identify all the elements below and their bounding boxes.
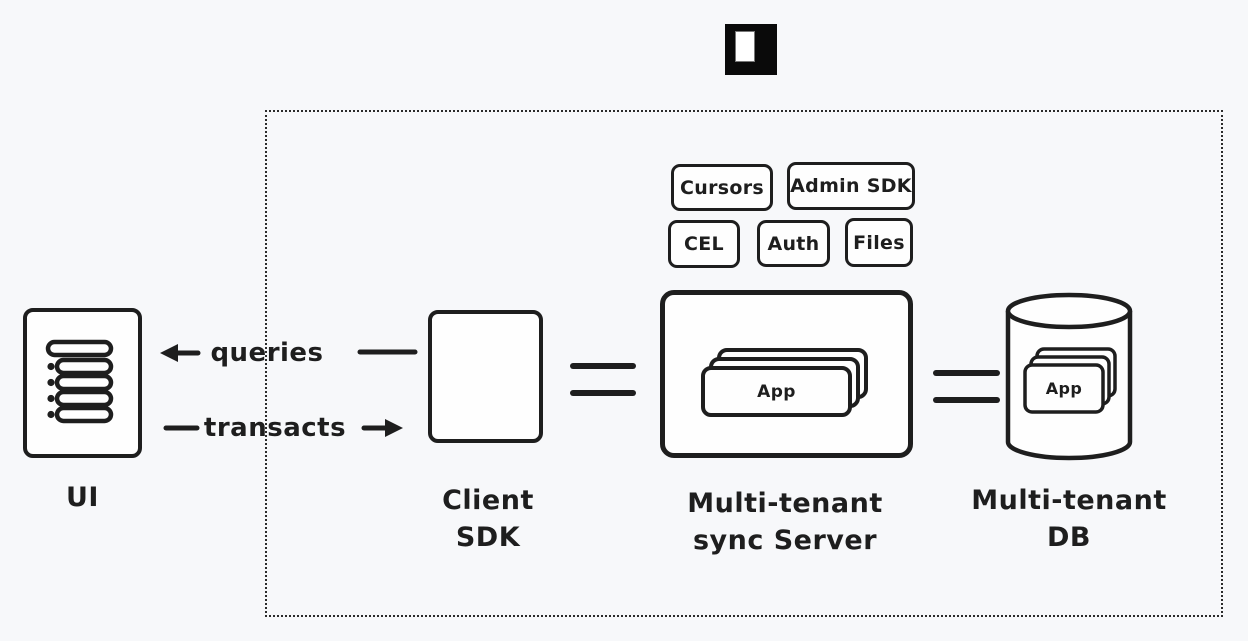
instant-logo-icon [725, 24, 777, 75]
badge-label: Admin SDK [790, 175, 912, 197]
db-label-line2: DB [1047, 522, 1091, 553]
app-stack-icon [701, 348, 868, 417]
arrow-right-icon [385, 419, 403, 437]
transacts-edge [163, 419, 403, 437]
badge-cursors: Cursors [671, 164, 773, 211]
db-label-line1: Multi-tenant [971, 485, 1167, 516]
badge-label: CEL [684, 233, 724, 255]
transacts-edge-label: transacts [203, 413, 347, 443]
badge-label: Files [853, 231, 905, 254]
badge-files: Files [845, 218, 913, 267]
ui-node-label: UI [66, 482, 99, 513]
server-boundary-box [265, 110, 1223, 617]
client-sdk-node-label: Client SDK [442, 485, 534, 553]
db-node-label: Multi-tenant DB [969, 482, 1169, 556]
db-app-card-label: App [1045, 379, 1083, 398]
server-app-card-label: App [757, 381, 796, 402]
badge-label: Auth [767, 232, 820, 255]
queries-edge [160, 344, 418, 362]
logo-bar [735, 31, 755, 62]
sync-server-label-line1: Multi-tenant [687, 488, 883, 519]
server-db-connector [933, 370, 1000, 403]
badge-cel: CEL [668, 220, 740, 268]
list-icon [45, 339, 114, 424]
badge-admin-sdk: Admin SDK [787, 162, 915, 210]
badge-label: Cursors [680, 176, 764, 199]
app-stack-icon [1023, 347, 1117, 414]
queries-edge-label: queries [210, 338, 324, 368]
sync-server-node-label: Multi-tenant sync Server [650, 485, 920, 559]
badge-auth: Auth [757, 220, 830, 267]
client-sdk-node [428, 310, 543, 443]
sync-server-label-line2: sync Server [692, 525, 878, 556]
arrow-left-icon [160, 344, 178, 362]
sdk-server-connector [570, 363, 636, 396]
